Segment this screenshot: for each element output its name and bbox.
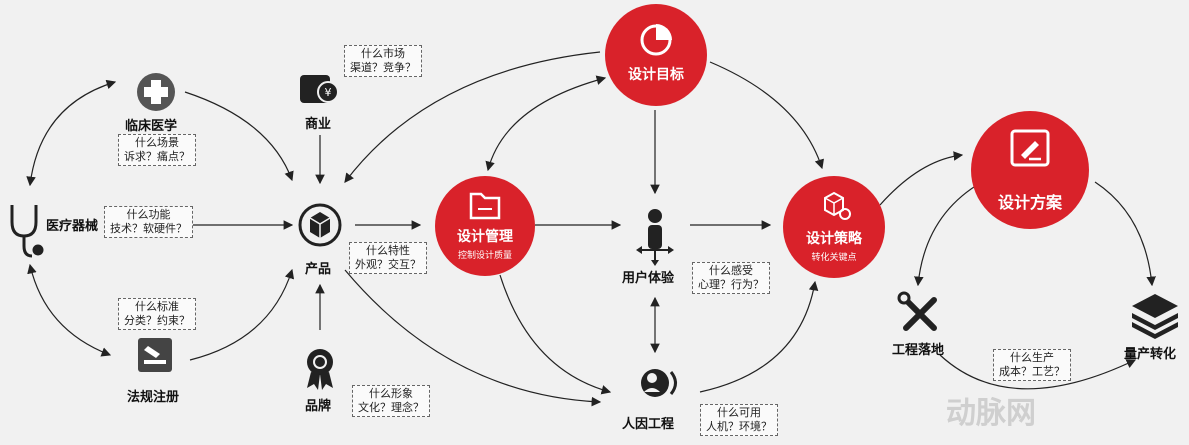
- feature-question: 什么特性外观？交互？: [349, 242, 427, 274]
- ergonomics-label: 人因工程: [622, 417, 675, 432]
- feeling-question: 什么感受心理？行为？: [692, 262, 770, 294]
- cube-gear-icon: [824, 191, 851, 220]
- user-person-icon: [636, 209, 674, 266]
- layers-stack-icon: [1132, 294, 1178, 339]
- product-label: 产品: [305, 262, 332, 277]
- image-question: 什么形象文化？理念？: [352, 385, 430, 417]
- gavel-icon: [138, 338, 172, 372]
- engineering-label: 工程落地: [892, 343, 945, 358]
- mass-production-label: 量产转化: [1124, 347, 1177, 362]
- design-management-label: 设计管理: [457, 229, 513, 245]
- document-edit-icon: [1010, 129, 1050, 167]
- pie-chart-icon: [640, 24, 672, 56]
- medical-cross-icon: [137, 73, 175, 111]
- brand-label: 品牌: [305, 399, 332, 414]
- design-strategy-subtitle: 转化关键点: [811, 253, 857, 263]
- function-question: 什么功能技术？软硬件？: [104, 206, 193, 238]
- tools-icon: [897, 291, 937, 331]
- production-question: 什么生产成本？工艺？: [993, 349, 1071, 381]
- design-plan-node: 设计方案: [973, 113, 1087, 227]
- standard-question: 什么标准分类？约束？: [118, 298, 196, 330]
- wallet-icon: ¥: [300, 75, 339, 103]
- market-question: 什么市场渠道？竞争？: [344, 45, 422, 77]
- design-plan-label: 设计方案: [997, 193, 1062, 212]
- clinical-question: 什么场景诉求？痛点？: [118, 134, 196, 166]
- folder-icon: [469, 192, 501, 220]
- design-strategy-label: 设计策略: [806, 231, 862, 247]
- ux-label: 用户体验: [622, 271, 675, 286]
- product-cube-icon: [298, 203, 342, 247]
- device-label: 医疗器械: [46, 219, 99, 234]
- ergonomics-head-icon: [641, 369, 677, 397]
- svg-text:¥: ¥: [325, 86, 332, 99]
- design-management-node: 设计管理 控制设计质量: [437, 178, 533, 274]
- watermark: 动脉网: [946, 396, 1036, 431]
- usable-question: 什么可用人机？环境？: [700, 404, 778, 436]
- design-goal-node: 设计目标: [607, 6, 705, 104]
- clinical-label: 临床医学: [125, 119, 178, 134]
- design-management-subtitle: 控制设计质量: [457, 251, 512, 261]
- design-strategy-node: 设计策略 转化关键点: [785, 178, 883, 276]
- stethoscope-icon: [10, 205, 44, 258]
- design-goal-label: 设计目标: [628, 67, 684, 83]
- business-label: 商业: [305, 117, 332, 132]
- regulation-label: 法规注册: [127, 390, 180, 405]
- medal-icon: [307, 349, 333, 390]
